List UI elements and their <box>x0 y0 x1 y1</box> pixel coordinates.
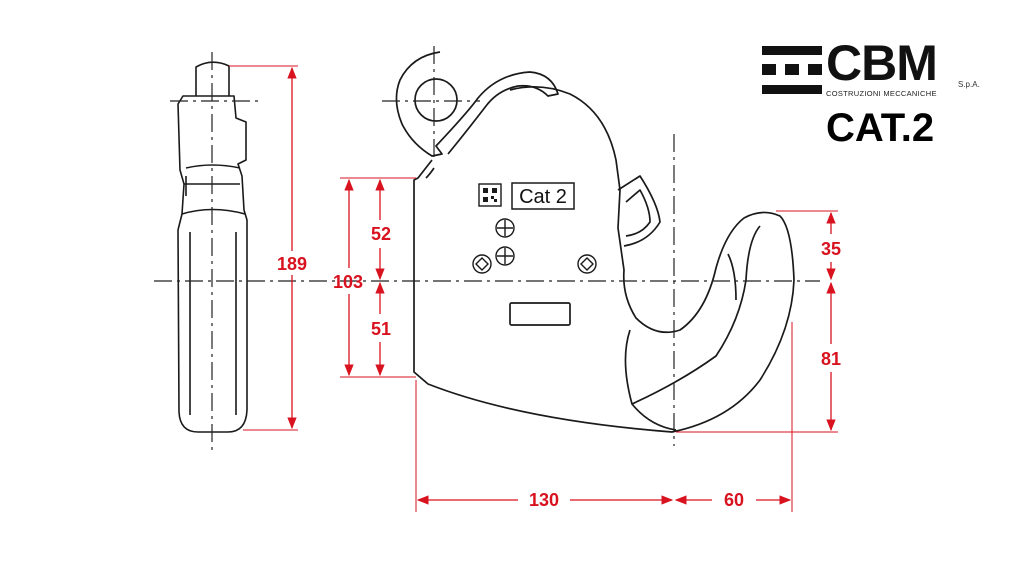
category-title: CAT.2 <box>826 106 935 150</box>
brand-logo: CBM S.p.A. COSTRUZIONI MECCANICHE <box>760 38 990 102</box>
side-view <box>177 61 248 433</box>
dim-60-label: 60 <box>724 490 744 510</box>
dim-35-label: 35 <box>821 239 841 259</box>
dim-130-label: 130 <box>529 490 559 510</box>
center-lines <box>154 46 820 455</box>
qr-code-icon <box>478 183 502 207</box>
brand-subtitle: COSTRUZIONI MECCANICHE <box>826 89 937 98</box>
logo-mark-icon <box>762 46 822 94</box>
brand-suffix: S.p.A. <box>958 80 980 89</box>
dimension-lines <box>287 66 836 505</box>
category-plate: Cat 2 <box>511 182 575 210</box>
front-view <box>395 51 795 433</box>
dim-103-label: 103 <box>333 272 363 292</box>
screw-icon <box>495 218 515 266</box>
plate-label: Cat 2 <box>519 186 567 208</box>
dim-52-label: 52 <box>371 224 391 244</box>
dim-81-label: 81 <box>821 349 841 369</box>
dim-189-label: 189 <box>277 254 307 274</box>
dimension-labels: 189 103 52 51 35 81 130 60 <box>270 224 841 510</box>
bolt-icon <box>472 254 597 274</box>
dim-51-label: 51 <box>371 319 391 339</box>
extension-lines <box>229 65 838 512</box>
brand-name: CBM <box>826 35 938 91</box>
